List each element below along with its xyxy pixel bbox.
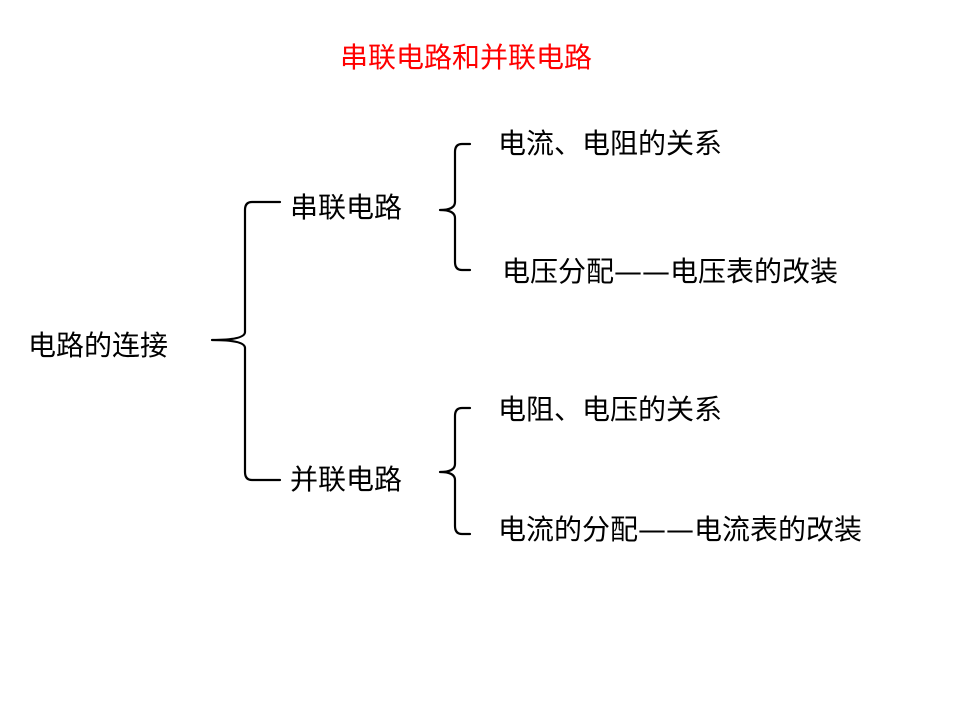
page-title: 串联电路和并联电路 xyxy=(340,41,593,74)
parallel-brace xyxy=(438,406,472,536)
branch-node-parallel-circuit: 并联电路 xyxy=(290,463,403,496)
leaf-node-resistance-voltage-relation: 电阻、电压的关系 xyxy=(498,393,723,426)
leaf-node-current-resistance-relation: 电流、电阻的关系 xyxy=(498,127,723,160)
series-brace xyxy=(438,142,472,272)
root-brace xyxy=(210,200,282,482)
leaf-node-voltage-division-voltmeter: 电压分配——电压表的改装 xyxy=(502,255,839,288)
leaf-node-current-division-ammeter: 电流的分配——电流表的改装 xyxy=(498,513,863,546)
root-node-circuit-connection: 电路的连接 xyxy=(28,329,169,362)
branch-node-series-circuit: 串联电路 xyxy=(290,191,403,224)
